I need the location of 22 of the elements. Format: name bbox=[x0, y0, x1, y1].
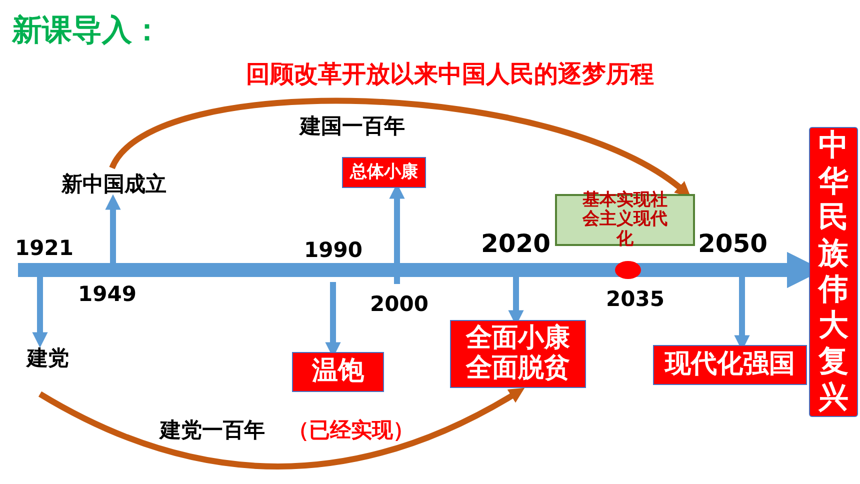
subtitle: 回顾改革开放以来中国人民的逐梦历程 bbox=[246, 59, 654, 90]
year-label: 2050 bbox=[698, 229, 768, 258]
curved-arrow bbox=[38, 388, 525, 470]
year-label: 2035 bbox=[606, 287, 664, 311]
note-text: （已经实现） bbox=[288, 417, 414, 444]
goal-box: 全面小康全面脱贫 bbox=[450, 320, 586, 388]
banner-scroll: 中华民族伟大复兴 bbox=[809, 127, 858, 417]
event-label: 新中国成立 bbox=[58, 168, 170, 200]
edge-label: 建党一百年 bbox=[160, 417, 265, 444]
event-label: 建党 bbox=[20, 342, 76, 374]
year-label: 1921 bbox=[15, 236, 74, 260]
goal-box: 总体小康 bbox=[342, 157, 426, 188]
year-label: 1990 bbox=[304, 238, 362, 262]
year-label: 2020 bbox=[481, 229, 551, 258]
goal-box: 温饱 bbox=[292, 352, 384, 392]
edge-label: 建国一百年 bbox=[300, 113, 405, 140]
goal-box: 现代化强国 bbox=[653, 345, 807, 385]
title: 新课导入： bbox=[12, 12, 162, 50]
year-label: 1949 bbox=[78, 282, 136, 306]
arrow bbox=[32, 277, 48, 348]
year-label: 2000 bbox=[370, 292, 428, 316]
curved-arrow bbox=[110, 98, 692, 196]
